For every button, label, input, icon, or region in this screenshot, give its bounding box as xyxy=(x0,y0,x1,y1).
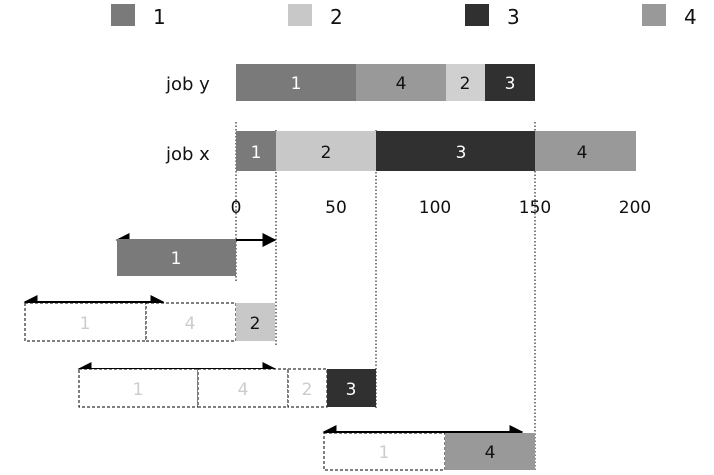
deadline-row-3-segment-1-label: 1 xyxy=(133,380,144,400)
job-x-segment-1-bar xyxy=(236,131,276,171)
deadline-row-1: 1 xyxy=(115,233,277,276)
legend-swatch-1 xyxy=(111,4,135,26)
job-y-segment-3-label: 3 xyxy=(505,74,516,94)
deadline-row-2: 1 4 2 xyxy=(23,295,275,342)
legend-label-2: 2 xyxy=(330,5,343,29)
job-x-segment-3: 3 xyxy=(376,131,535,171)
legend-swatch-2 xyxy=(288,4,312,26)
deadline-row-4-segment-4-box xyxy=(445,433,535,470)
legend-item-2: 2 xyxy=(288,4,343,29)
job-x-segment-4-bar xyxy=(535,131,636,171)
legend-item-4: 4 xyxy=(642,4,697,29)
deadline-row-4-segment-1-box xyxy=(323,432,446,471)
deadline-row-4-segment-1: 1 xyxy=(323,432,446,471)
deadline-row-4-segment-4: 4 xyxy=(445,433,535,470)
job-y-segment-4: 4 xyxy=(356,64,446,101)
deadline-row-1-segment-1-box xyxy=(117,239,236,276)
axis-tick-150: 150 xyxy=(519,198,551,218)
deadline-row-4-segment-1-label: 1 xyxy=(379,443,390,463)
job-y-segment-2-label: 2 xyxy=(460,74,471,94)
job-y-segment-1-bar xyxy=(236,64,356,101)
deadline-row-3-segment-2-label: 2 xyxy=(302,380,313,400)
job-x-segment-2-bar xyxy=(276,131,376,171)
job-y-segment-1: 1 xyxy=(236,64,356,101)
job-x-segment-2-label: 2 xyxy=(321,143,332,163)
job-x-row: job x 1 2 3 4 xyxy=(165,131,636,171)
deadline-row-4-segment-4-label: 4 xyxy=(485,443,496,463)
legend-label-4: 4 xyxy=(684,5,697,29)
deadline-row-3-segment-3: 3 xyxy=(327,369,376,407)
deadline-row-3-segment-4-label: 4 xyxy=(238,380,249,400)
job-x-segment-4: 4 xyxy=(535,131,636,171)
job-y-segment-4-bar xyxy=(356,64,446,101)
time-axis: 0 50 100 150 200 xyxy=(231,198,652,218)
job-y-segment-3-bar xyxy=(485,64,535,101)
deadline-row-2-segment-2-box xyxy=(236,303,275,341)
deadline-row-1-segment-1-label: 1 xyxy=(171,249,182,269)
legend-item-3: 3 xyxy=(465,4,520,29)
job-x-segment-4-label: 4 xyxy=(577,143,588,163)
legend-swatch-3 xyxy=(465,4,489,26)
deadline-row-2-segment-4-box xyxy=(145,302,237,342)
legend: 1 2 3 4 xyxy=(111,4,697,29)
deadline-row-3-segment-4-box xyxy=(197,368,289,408)
deadline-row-3-segment-3-label: 3 xyxy=(346,380,357,400)
job-x-segment-2: 2 xyxy=(276,131,376,171)
job-x-segment-1-label: 1 xyxy=(251,143,262,163)
legend-item-1: 1 xyxy=(111,4,166,29)
deadline-row-2-segment-2: 2 xyxy=(236,303,275,341)
job-y-label: job y xyxy=(165,74,210,95)
deadline-row-3-segment-3-box xyxy=(327,369,376,407)
deadline-row-2-segment-2-label: 2 xyxy=(250,314,261,334)
deadline-row-4: 1 4 xyxy=(322,425,535,471)
job-x-segment-3-label: 3 xyxy=(456,143,467,163)
job-y-segment-1-label: 1 xyxy=(291,74,302,94)
axis-tick-0: 0 xyxy=(231,198,242,218)
guide-lines xyxy=(235,122,536,470)
job-x-segment-1: 1 xyxy=(236,131,276,171)
job-y-row: job y 1 4 2 3 xyxy=(165,64,535,101)
deadline-row-3-segment-1-box xyxy=(78,368,199,408)
deadline-row-2-segment-4: 4 xyxy=(145,302,237,342)
legend-label-1: 1 xyxy=(153,5,166,29)
deadline-row-2-segment-1: 1 xyxy=(24,302,147,342)
axis-tick-100: 100 xyxy=(419,198,451,218)
job-y-segment-3: 3 xyxy=(485,64,535,101)
deadline-row-3-segment-2-box xyxy=(287,368,328,408)
deadline-row-3-segment-1: 1 xyxy=(78,368,199,408)
deadline-row-2-segment-1-label: 1 xyxy=(80,314,91,334)
axis-tick-50: 50 xyxy=(325,198,347,218)
deadline-row-3-segment-4: 4 xyxy=(197,368,289,408)
legend-swatch-4 xyxy=(642,4,666,26)
job-y-segment-4-label: 4 xyxy=(396,74,407,94)
deadline-row-2-segment-1-box xyxy=(24,302,147,342)
deadline-row-1-segment-1: 1 xyxy=(117,239,236,276)
deadline-row-3-segment-2: 2 xyxy=(287,368,328,408)
job-x-label: job x xyxy=(165,144,210,165)
deadline-row-2-segment-4-label: 4 xyxy=(185,314,196,334)
deadline-row-3: 1 4 2 3 xyxy=(77,362,376,408)
job-x-segment-3-bar xyxy=(376,131,535,171)
axis-tick-200: 200 xyxy=(619,198,651,218)
job-y-segment-2: 2 xyxy=(446,64,485,101)
legend-label-3: 3 xyxy=(507,5,520,29)
job-y-segment-2-bar xyxy=(446,64,485,101)
